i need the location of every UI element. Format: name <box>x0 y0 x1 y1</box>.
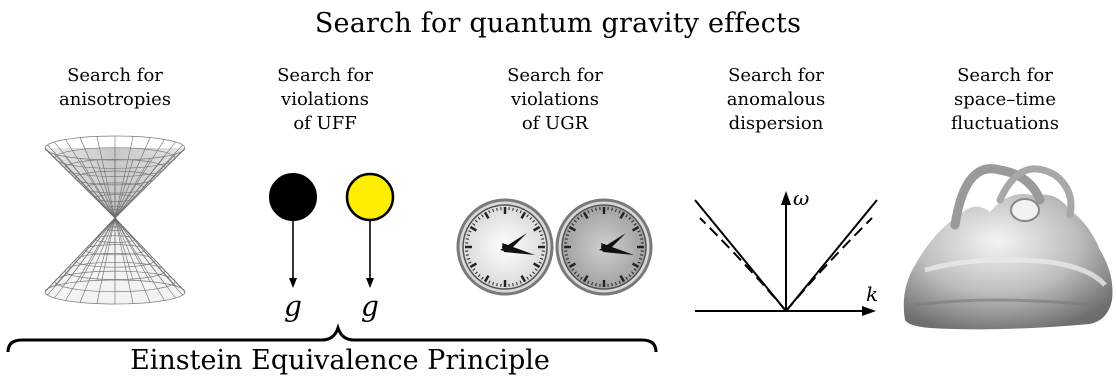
label-dispersion: Search for anomalous dispersion <box>726 65 826 134</box>
page-title: Search for quantum gravity effects <box>314 8 802 39</box>
label-anisotropies: Search for anisotropies <box>59 65 171 110</box>
spacetime-foam-icon <box>903 164 1113 330</box>
label-ugr: Search for violations of UGR <box>507 65 603 134</box>
brace <box>6 323 658 353</box>
g-label-right: g <box>361 290 379 323</box>
clock-icon <box>456 198 653 296</box>
brace-label: Einstein Equivalence Principle <box>130 345 550 376</box>
label-uff: Search for violations of UFF <box>277 65 373 134</box>
omega-label: ω <box>793 186 810 210</box>
falling-balls-icon <box>269 172 395 288</box>
g-label-left: g <box>284 290 302 323</box>
yellow-ball <box>345 172 395 222</box>
dispersion-diagram-icon <box>694 191 878 316</box>
k-label: k <box>866 282 879 306</box>
double-cone-icon <box>44 135 186 305</box>
black-ball <box>269 173 317 221</box>
clock-left <box>456 198 554 296</box>
clock-right <box>555 198 653 296</box>
label-fluctuations: Search for space–time fluctuations <box>951 65 1059 134</box>
